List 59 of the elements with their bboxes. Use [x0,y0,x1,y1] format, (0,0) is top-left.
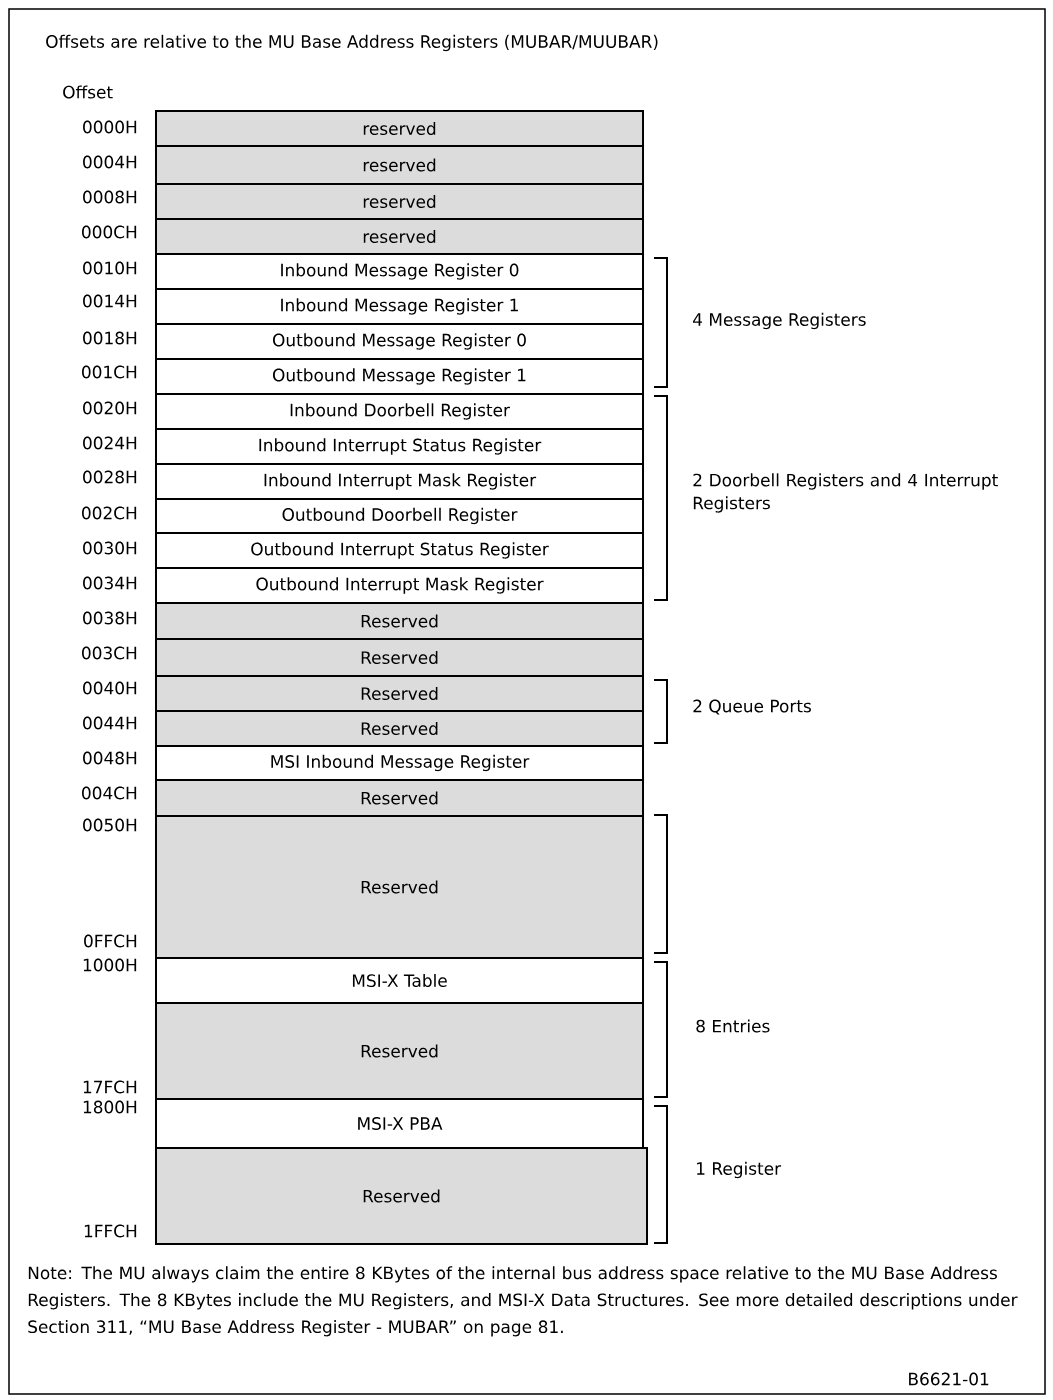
offset-label: 0018H [83,331,137,345]
register-box: Inbound Interrupt Status Register [155,428,644,465]
offset-label: 0010H [83,261,137,275]
annotation-text: 1 Register [697,1161,782,1179]
register-box: reserved [155,183,644,220]
offset-label: 0024H [83,436,137,450]
register-box: Reserved [155,710,644,747]
register-box: MSI Inbound Message Register [155,745,644,781]
offset-label: 0038H [83,611,137,625]
offset-label: 1FFCH [84,1224,137,1238]
register-box: Reserved [155,638,644,677]
offset-label: 0008H [83,190,137,204]
offset-label: 000CH [82,225,137,239]
register-box: Inbound Message Register 1 [155,288,644,325]
offset-label: 002CH [82,506,137,520]
offset-label: 0FFCH [84,934,137,948]
annotation-text: B6621-01 [909,1372,989,1386]
register-box: reserved [155,110,644,147]
register-box: MSI-X Table [155,957,644,1004]
register-box: reserved [155,145,644,185]
offset-label: 0020H [83,401,137,415]
register-box: Outbound Message Register 0 [155,323,644,360]
offset-label: 0014H [83,294,137,308]
register-box: Outbound Message Register 1 [155,358,644,395]
offset-label: 003CH [82,646,137,660]
register-box: Reserved [155,602,644,640]
register-box: Reserved [155,1002,644,1100]
offset-label: 1000H [83,958,137,972]
offset-label: 0004H [83,155,137,169]
offset-label: 004CH [82,786,137,800]
offset-label: 17FCH [83,1080,137,1094]
register-box: Outbound Interrupt Mask Register [155,567,644,604]
register-box: Reserved [155,779,644,817]
register-box: Outbound Doorbell Register [155,498,644,534]
annotation-text: 2 Doorbell Registers and 4 Interrupt Registers [693,473,998,513]
offset-label: 0028H [83,470,137,484]
annotation-text: 4 Message Registers [693,312,866,330]
annotation-text: Offset [63,85,113,99]
offset-label: 0034H [83,576,137,590]
register-box: reserved [155,218,644,255]
annotation-text: 2 Queue Ports [693,699,811,715]
offset-label: 0044H [83,716,137,730]
note-text: Note: The MU always claim the entire 8 KBytes of the internal bus address space relative to the MU Base Address Registers. The 8 KBytes include the MU Registers, and MSI-X Data Structures. See more detailed descriptions under Section 311, “MU Base Address Register - MUBAR” on page 81. [28,1266,1018,1337]
register-box: Outbound Interrupt Status Register [155,532,644,569]
offset-label: 0048H [83,751,137,765]
offset-label: 0050H [83,818,137,832]
register-box: Reserved [155,675,644,712]
heading: Offsets are relative to the MU Base Address Registers (MUBAR/MUUBAR) [46,34,658,52]
offset-label: 0000H [83,120,137,134]
annotation-text: 8 Entries [696,1019,770,1033]
register-box: MSI-X PBA [155,1098,644,1149]
offset-label: 0030H [83,541,137,555]
register-box: Inbound Doorbell Register [155,393,644,430]
offset-label: 001CH [82,365,137,379]
offset-label: 1800H [83,1100,137,1114]
offset-label: 0040H [83,681,137,695]
register-box: Inbound Interrupt Mask Register [155,463,644,500]
register-box: Inbound Message Register 0 [155,253,644,290]
register-box: Reserved [155,1147,648,1245]
